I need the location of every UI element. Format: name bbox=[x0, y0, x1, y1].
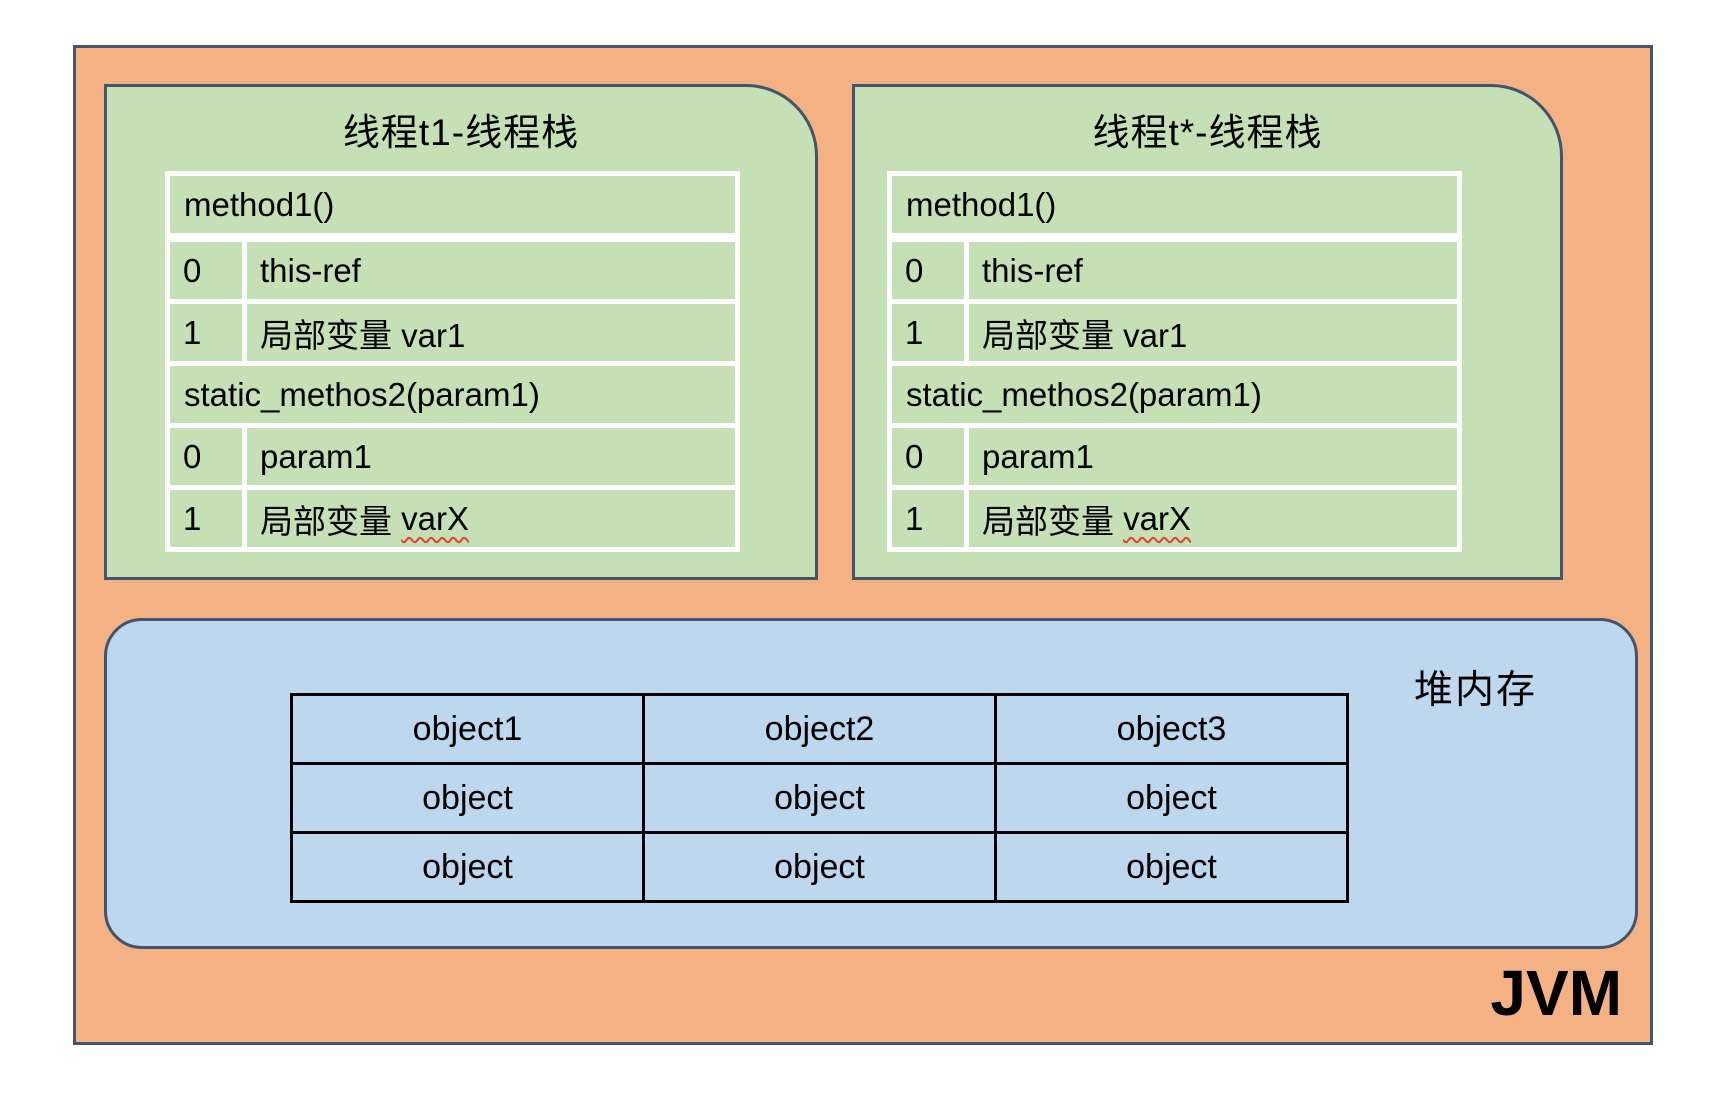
var-label: this-ref bbox=[982, 251, 1083, 289]
thread-stack-t1-title: 线程t1-线程栈 bbox=[342, 112, 580, 153]
thread-stack-tstar-frame-table: method1() 0 this-ref 1 局部变量 var1 static_metho… bbox=[887, 171, 1462, 552]
frame-header-cell: static_methos2(param1) bbox=[892, 366, 1457, 423]
heap-cell: object bbox=[290, 762, 645, 834]
jvm-container: 线程t1-线程栈 method1() 0 this-ref 1 局部变量 var1 sta… bbox=[73, 45, 1653, 1045]
var-value-cell: 局部变量 var1 bbox=[247, 304, 735, 361]
heap-memory-title: 堆内存 bbox=[1413, 669, 1537, 712]
var-index-cell: 0 bbox=[892, 428, 964, 485]
stack-var-row: 0 param1 bbox=[170, 428, 735, 485]
var-value-cell: param1 bbox=[247, 428, 735, 485]
stack-var-row: 0 this-ref bbox=[170, 242, 735, 299]
stack-var-row: 0 param1 bbox=[892, 428, 1457, 485]
thread-stack-t1-box: 线程t1-线程栈 method1() 0 this-ref 1 局部变量 var1 sta… bbox=[104, 84, 818, 580]
jvm-label: JVM bbox=[1490, 957, 1622, 1029]
var-label: 局部变量 var1 bbox=[260, 316, 466, 354]
var-label: param1 bbox=[260, 437, 372, 475]
var-index-cell: 0 bbox=[170, 242, 242, 299]
heap-cell: object bbox=[994, 762, 1349, 834]
var-index-cell: 1 bbox=[892, 304, 964, 361]
frame-header-cell: method1() bbox=[892, 176, 1457, 233]
heap-cell: object bbox=[290, 831, 645, 903]
heap-cell: object bbox=[994, 831, 1349, 903]
stack-var-row: 0 this-ref bbox=[892, 242, 1457, 299]
var-index-cell: 1 bbox=[170, 304, 242, 361]
var-value-cell: 局部变量 varX bbox=[247, 490, 735, 547]
var-label-spellcheck-squiggle: varX bbox=[1123, 499, 1192, 537]
frame-header-cell: static_methos2(param1) bbox=[170, 366, 735, 423]
var-value-cell: 局部变量 var1 bbox=[969, 304, 1457, 361]
heap-cell: object bbox=[642, 762, 997, 834]
stack-var-row: 1 局部变量 var1 bbox=[170, 304, 735, 361]
var-label: param1 bbox=[982, 437, 1094, 475]
heap-cell: object1 bbox=[290, 693, 645, 765]
var-value-cell: 局部变量 varX bbox=[969, 490, 1457, 547]
frame-header-cell: method1() bbox=[170, 176, 735, 233]
heap-cell: object2 bbox=[642, 693, 997, 765]
var-index-cell: 1 bbox=[892, 490, 964, 547]
var-value-cell: this-ref bbox=[247, 242, 735, 299]
var-index-cell: 1 bbox=[170, 490, 242, 547]
thread-stack-t1-frame-table: method1() 0 this-ref 1 局部变量 var1 static_metho… bbox=[165, 171, 740, 552]
var-label: 局部变量 bbox=[982, 502, 1124, 540]
thread-stack-tstar-title: 线程t*-线程栈 bbox=[1092, 112, 1323, 153]
thread-stack-tstar-box: 线程t*-线程栈 method1() 0 this-ref 1 局部变量 var1 sta… bbox=[852, 84, 1563, 580]
heap-cell: object bbox=[642, 831, 997, 903]
var-label-spellcheck-squiggle: varX bbox=[401, 499, 470, 537]
var-label: 局部变量 var1 bbox=[982, 316, 1188, 354]
var-label: this-ref bbox=[260, 251, 361, 289]
var-index-cell: 0 bbox=[170, 428, 242, 485]
var-value-cell: param1 bbox=[969, 428, 1457, 485]
stack-var-row: 1 局部变量 var1 bbox=[892, 304, 1457, 361]
heap-cell: object3 bbox=[994, 693, 1349, 765]
var-index-cell: 0 bbox=[892, 242, 964, 299]
var-value-cell: this-ref bbox=[969, 242, 1457, 299]
var-label: 局部变量 bbox=[260, 502, 402, 540]
